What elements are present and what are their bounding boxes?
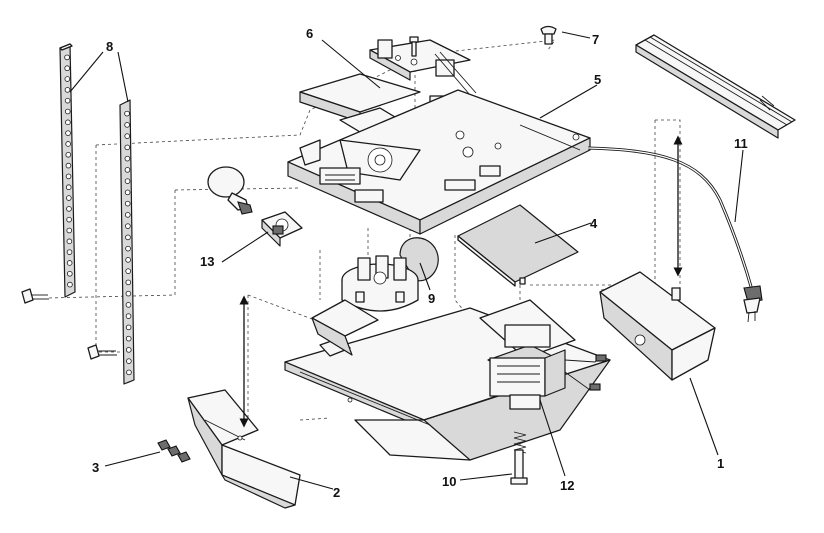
bar-hole	[64, 54, 70, 61]
transformer	[479, 299, 607, 410]
bulb	[207, 166, 253, 215]
bar-hole	[65, 119, 71, 126]
callout-1: 1	[717, 456, 724, 471]
bar-hole	[125, 347, 132, 353]
bar-hole	[125, 313, 132, 319]
bulb-socket	[261, 211, 303, 247]
bar-hole	[64, 97, 71, 104]
bar-hole	[124, 144, 131, 151]
bar-hole	[66, 238, 73, 245]
pin	[540, 25, 557, 45]
bar-hole	[65, 151, 72, 158]
callout-9: 9	[428, 291, 435, 306]
bar-hole	[124, 110, 130, 117]
front-lens	[187, 389, 301, 509]
bar-hole	[67, 281, 73, 288]
bar-hole	[125, 279, 132, 286]
bar-hole	[66, 249, 73, 255]
bar-hole	[126, 358, 132, 364]
mounting-bar-left	[59, 43, 76, 298]
callout-3: 3	[92, 460, 99, 475]
bar-hole	[125, 290, 132, 297]
bar-hole	[65, 141, 71, 147]
bar-hole	[65, 184, 72, 191]
bar-hole	[126, 369, 132, 376]
callout-7: 7	[592, 32, 599, 47]
bar-hole	[124, 155, 131, 162]
bar-hole	[125, 324, 132, 331]
mounting-bar-right	[119, 99, 135, 385]
bar-hole	[124, 167, 131, 173]
bar-hole	[124, 178, 131, 184]
bar-hole	[125, 268, 132, 274]
callout-6: 6	[306, 26, 313, 41]
bar-hole	[125, 335, 132, 342]
bar-hole	[124, 122, 130, 128]
bar-hole	[66, 270, 73, 277]
bar-hole	[66, 195, 72, 201]
callout-8: 8	[106, 39, 113, 54]
bar-hole	[125, 234, 131, 241]
bar-hole	[124, 200, 131, 207]
leader-lines	[69, 31, 744, 490]
bar-hole	[64, 76, 71, 82]
shield-plate	[311, 299, 379, 356]
bar-hole	[124, 189, 131, 196]
bar-hole	[66, 216, 72, 223]
bar-hole	[64, 65, 71, 72]
clips	[157, 439, 191, 463]
motor-gear-assembly	[341, 237, 439, 312]
callout-5: 5	[594, 72, 601, 87]
bar-hole	[125, 302, 132, 308]
circuit-board	[457, 204, 579, 287]
callout-12: 12	[560, 478, 574, 493]
bar-hole	[125, 223, 131, 229]
bar-hole	[65, 130, 71, 136]
bar-hole	[66, 206, 72, 212]
base-plate	[287, 89, 591, 235]
callout-13: 13	[200, 254, 214, 269]
callout-4: 4	[590, 216, 598, 231]
power-cable	[587, 146, 763, 323]
callout-10: 10	[442, 474, 456, 489]
spring-bolt	[510, 431, 528, 485]
mounting-screw-left	[21, 288, 49, 304]
bar-hole	[65, 173, 72, 180]
bar-hole	[125, 257, 131, 263]
callout-2: 2	[333, 485, 340, 500]
bar-hole	[66, 227, 73, 234]
bar-hole	[64, 108, 71, 115]
rail-section	[635, 34, 796, 139]
bar-hole	[64, 87, 71, 93]
pin-small	[409, 36, 419, 57]
callout-11: 11	[734, 136, 748, 151]
lamp-cover	[599, 271, 716, 381]
mounting-screw-right	[87, 344, 117, 360]
bar-hole	[124, 133, 131, 139]
bar-hole	[66, 260, 73, 266]
bar-hole	[125, 245, 131, 252]
bar-hole	[124, 212, 131, 218]
bar-hole	[65, 162, 72, 169]
